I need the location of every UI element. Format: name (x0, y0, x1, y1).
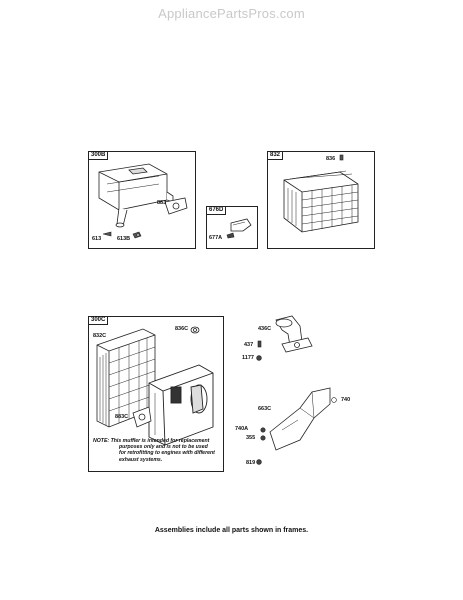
part-label-677a: 677A (209, 235, 223, 241)
part-label-355: 355 (246, 435, 256, 441)
part-label-740: 740 (341, 397, 351, 403)
frame-676d: 676D 677A (206, 206, 258, 249)
footer-note: Assemblies include all parts shown in fr… (154, 527, 309, 534)
muffler-assembly-illustration (96, 326, 214, 446)
deflector-illustration (226, 218, 252, 239)
part-label-613: 613 (92, 236, 102, 242)
part-label-613b: 613B (117, 236, 131, 242)
note-line: exhaust systems. (119, 456, 163, 463)
frame-tag: 300C (88, 316, 109, 325)
part-label-436c: 436C (258, 326, 272, 332)
muffler-illustration (98, 163, 188, 239)
part-label-437: 437 (244, 342, 254, 348)
frame-tag: 832 (267, 151, 284, 160)
loose-parts-illustration (256, 315, 337, 465)
guard-illustration (283, 154, 359, 233)
frame-832: 832 836 (267, 151, 375, 249)
frame-tag: 300B (88, 151, 109, 160)
replacement-note: NOTE: This muffler is intended for repla… (93, 438, 221, 463)
note-line: for retrofitting to engines with differe… (119, 450, 215, 457)
part-label-663c: 663C (258, 406, 272, 412)
frame-300c: 300C 832C 836C 883C NOTE: This muffler i… (88, 316, 224, 472)
part-label-740a: 740A (235, 426, 249, 432)
note-line: NOTE: This muffler is intended for repla… (93, 438, 210, 444)
part-label-836c: 836C (175, 326, 189, 332)
watermark: AppliancePartsPros.com (158, 6, 305, 21)
part-label-832c: 832C (93, 333, 107, 339)
note-line: purposes only and is not to be used (119, 444, 208, 451)
frame-300b: 300B 883 613 613B (88, 151, 196, 249)
part-label-836: 836 (326, 156, 336, 162)
part-label-883c: 883C (115, 414, 129, 420)
part-label-883: 883 (157, 200, 167, 206)
part-label-1177: 1177 (242, 355, 254, 361)
part-label-819: 819 (246, 460, 256, 466)
frame-tag: 676D (206, 206, 227, 215)
